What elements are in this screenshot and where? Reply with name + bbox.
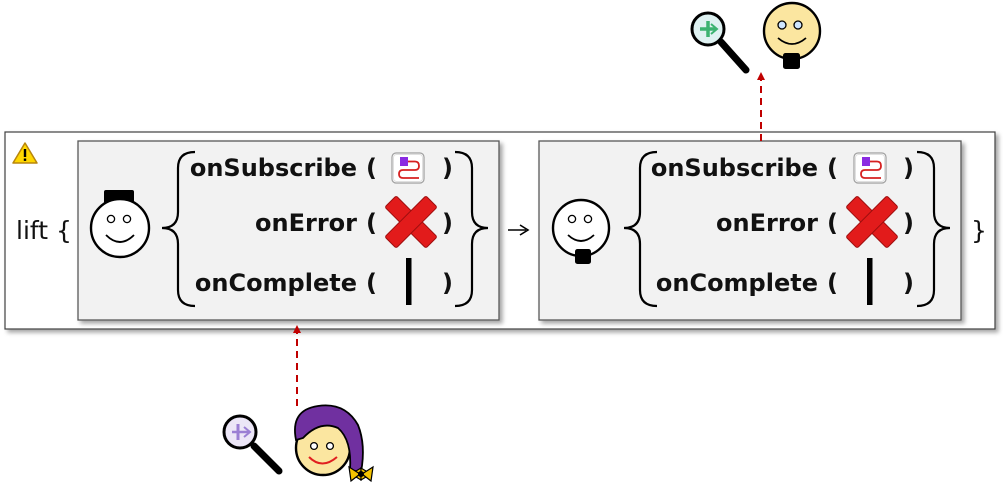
complete-bar-icon (867, 258, 873, 305)
outer-onerror-open: ( (827, 209, 838, 237)
outer-right-brace (916, 150, 951, 308)
outer-oncomplete-label: onComplete (656, 269, 818, 297)
subscriber-face-tophat (89, 190, 151, 259)
outer-onsubscribe-open: ( (827, 154, 838, 182)
outer-oncomplete-close: ) (903, 269, 914, 297)
outer-left-brace (623, 150, 658, 308)
inner-right-brace (454, 150, 489, 308)
inner-onerror-open: ( (366, 209, 377, 237)
subscriber-face-bowtie (551, 198, 611, 264)
inner-oncomplete-open: ( (366, 269, 377, 297)
outer-onsubscribe-label: onSubscribe (651, 154, 818, 182)
bow-tie (348, 465, 374, 483)
inner-onerror-close: ) (442, 209, 453, 237)
inner-onsubscribe-label: onSubscribe (190, 154, 357, 182)
magnifier-plus-icon (690, 11, 750, 74)
source-face (294, 404, 374, 483)
subscribe-icon (391, 152, 425, 184)
magnifier-bar-icon (222, 414, 283, 475)
outer-onsubscribe-close: ) (903, 154, 914, 182)
lift-keyword: lift { (16, 216, 72, 245)
inner-oncomplete-close: ) (442, 269, 453, 297)
error-x-icon (385, 196, 437, 248)
outer-oncomplete-open: ( (827, 269, 838, 297)
inner-oncomplete-label: onComplete (195, 269, 357, 297)
subscribe-icon (853, 152, 887, 184)
outer-onerror-close: ) (903, 209, 914, 237)
outer-onerror-label: onError (716, 209, 818, 237)
complete-bar-icon (406, 258, 412, 305)
warning-icon (12, 142, 38, 164)
observer-face (762, 1, 822, 69)
wizard-hat (294, 404, 364, 474)
pipeline-arrow (508, 224, 530, 236)
inner-onsubscribe-open: ( (366, 154, 377, 182)
error-x-icon (846, 196, 898, 248)
inner-left-brace (161, 150, 196, 308)
inner-onerror-label: onError (255, 209, 357, 237)
inner-onsubscribe-close: ) (442, 154, 453, 182)
lift-closing-brace: } (971, 216, 987, 245)
